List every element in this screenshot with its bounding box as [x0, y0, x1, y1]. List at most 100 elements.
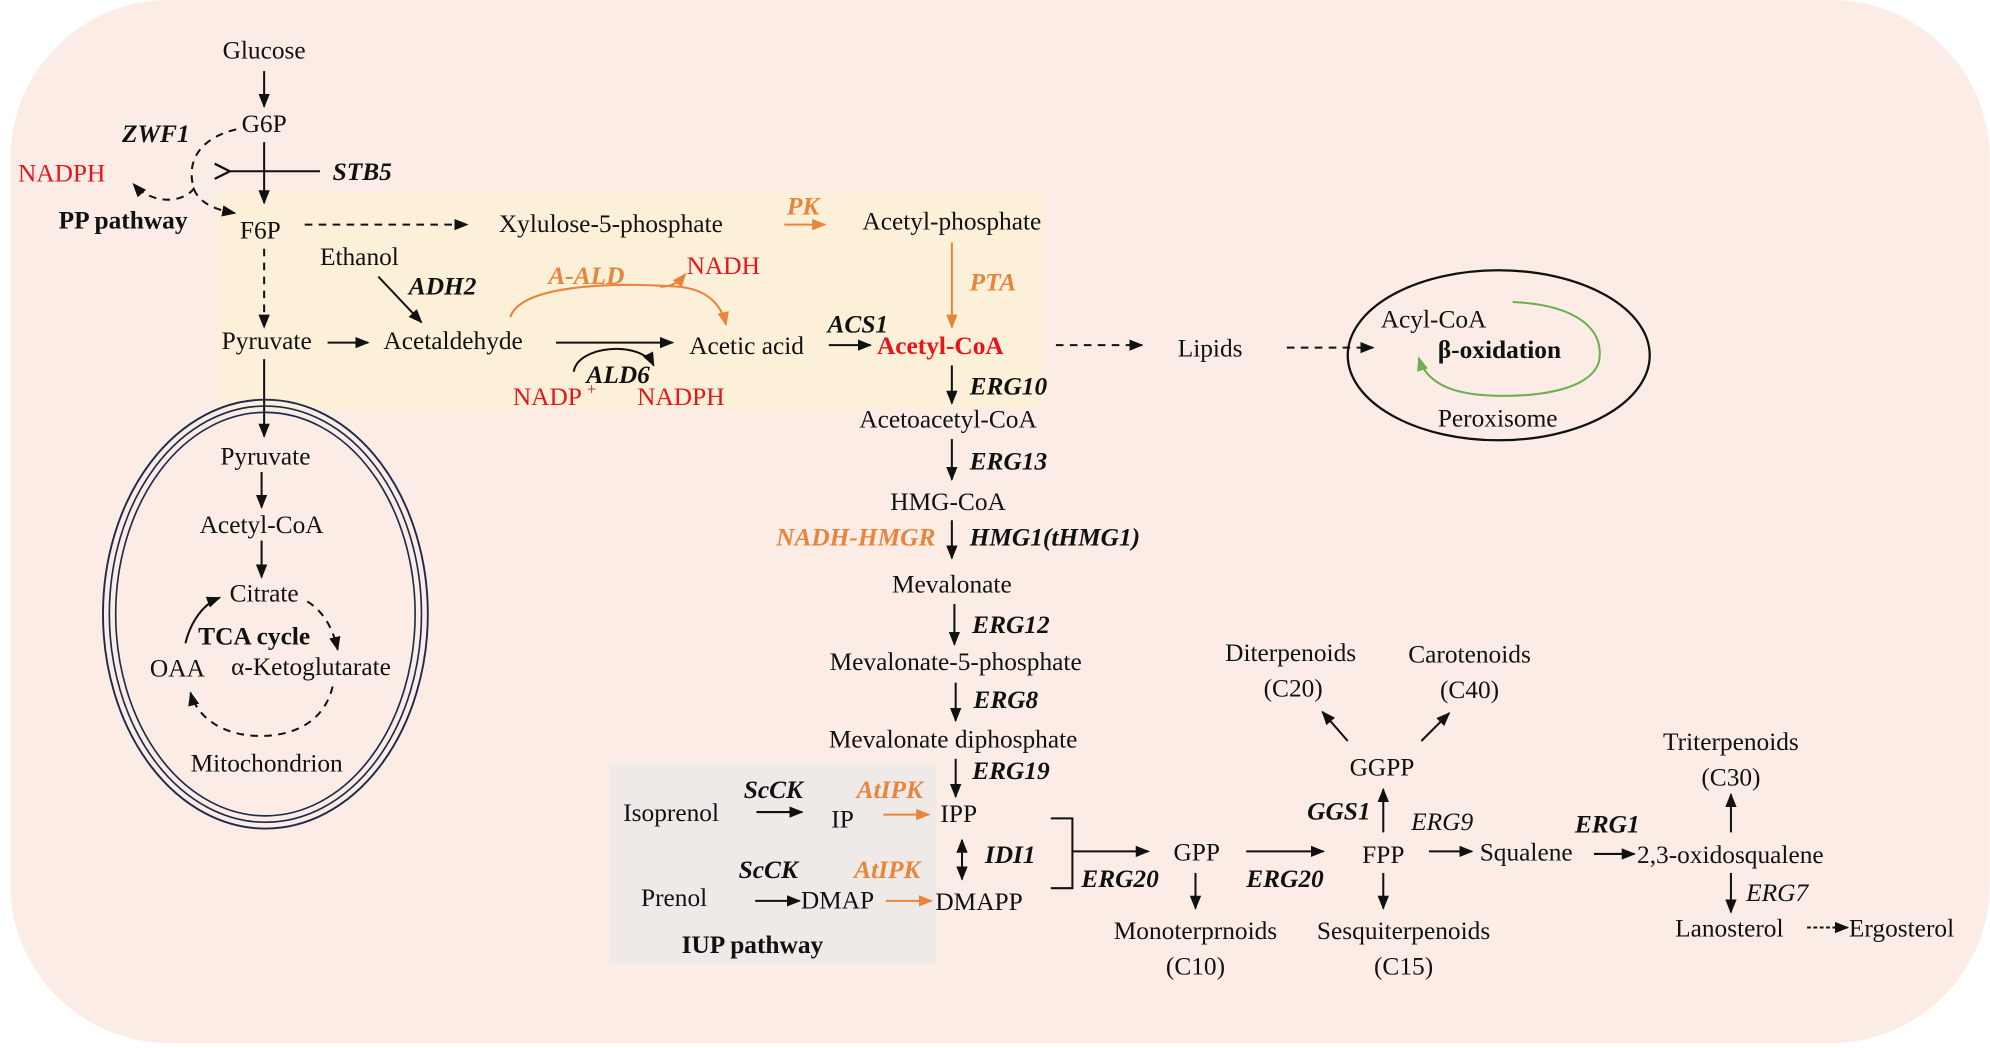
enzyme-zwf1: ZWF1 — [121, 120, 190, 148]
oxidosqualene-label: 2,3-oxidosqualene — [1637, 841, 1824, 869]
prenol-label: Prenol — [641, 884, 707, 912]
arrow-a-ald-nadh — [660, 272, 687, 288]
enzyme-atipk-2: AtIPK — [852, 856, 922, 884]
enzyme-nadh-hmgr: NADH-HMGR — [775, 524, 935, 552]
c30-label: (C30) — [1701, 763, 1760, 791]
enzyme-atipk-1: AtIPK — [855, 776, 925, 804]
g6p-label: G6P — [242, 110, 287, 138]
enzyme-idi1: IDI1 — [984, 841, 1036, 869]
acetic-acid-label: Acetic acid — [689, 332, 804, 360]
acyl-coa-label: Acyl-CoA — [1381, 305, 1487, 333]
acetaldehyde-label: Acetaldehyde — [383, 327, 522, 355]
arrow-citrate-akg — [306, 600, 341, 652]
dmapp-label: DMAPP — [935, 888, 1022, 916]
mevalonate-5-phosphate-label: Mevalonate-5-phosphate — [830, 648, 1082, 676]
arrow-pp-nadph — [132, 182, 196, 201]
arrow-ggpp-diterpenoids — [1321, 710, 1349, 742]
enzyme-erg10: ERG10 — [969, 373, 1048, 401]
enzyme-pta: PTA — [969, 269, 1017, 297]
lipids-label: Lipids — [1178, 335, 1243, 363]
c40-label: (C40) — [1440, 676, 1499, 704]
pp-pathway-label: PP pathway — [59, 206, 188, 234]
beta-oxidation-label: β-oxidation — [1438, 336, 1561, 364]
acetyl-phosphate-label: Acetyl-phosphate — [862, 208, 1041, 236]
iup-pathway-label: IUP pathway — [682, 931, 824, 959]
monoterpenoids-label: Monoterprnoids — [1114, 917, 1277, 945]
xylulose-5-phosphate-label: Xylulose-5-phosphate — [499, 210, 723, 238]
ergosterol-label: Ergosterol — [1849, 914, 1954, 942]
enzyme-erg13: ERG13 — [969, 447, 1048, 475]
enzyme-hmg1: HMG1(tHMG1) — [969, 524, 1140, 552]
acetoacetyl-coa-label: Acetoacetyl-CoA — [859, 406, 1037, 434]
arrow-ethanol-acetaldehyde — [377, 275, 423, 324]
tca-cycle-label: TCA cycle — [198, 623, 310, 651]
hmg-coa-label: HMG-CoA — [890, 488, 1006, 516]
enzyme-adh2: ADH2 — [407, 272, 477, 300]
enzyme-erg7: ERG7 — [1745, 879, 1809, 907]
enzyme-ald6: ALD6 — [584, 361, 650, 389]
enzyme-scck-1: ScCK — [744, 776, 805, 804]
sesquiterpenoids-label: Sesquiterpenoids — [1317, 917, 1490, 945]
c15-label: (C15) — [1374, 952, 1433, 980]
enzyme-pk: PK — [786, 192, 821, 220]
carotenoids-label: Carotenoids — [1408, 640, 1531, 668]
ggpp-label: GGPP — [1350, 753, 1415, 781]
ipp-dmapp-bracket — [1050, 817, 1074, 890]
arrow-oaa-citrate — [184, 596, 222, 644]
mitochondrion-inner-membrane — [114, 411, 416, 817]
enzyme-erg20-1: ERG20 — [1080, 865, 1159, 893]
arrow-akg-oaa — [188, 686, 334, 737]
arrow-a-ald — [509, 283, 729, 327]
enzyme-a-ald: A-ALD — [546, 262, 624, 290]
dmap-label: DMAP — [801, 887, 874, 915]
enzyme-acs1: ACS1 — [826, 310, 889, 338]
enzyme-ggs1: GGS1 — [1307, 798, 1370, 826]
enzyme-scck-2: ScCK — [739, 856, 800, 884]
diterpenoids-label: Diterpenoids — [1225, 639, 1356, 667]
nadph-pp: NADPH — [18, 159, 105, 187]
mitochondrion-label: Mitochondrion — [191, 749, 343, 777]
peroxisome-label: Peroxisome — [1438, 404, 1558, 432]
enzyme-stb5: STB5 — [333, 158, 393, 186]
enzyme-erg20-2: ERG20 — [1245, 865, 1324, 893]
ipp-label: IPP — [940, 800, 977, 828]
nadp-plus-label: NADP+ — [513, 380, 596, 411]
glucose-label: Glucose — [223, 36, 306, 64]
triterpenoids-label: Triterpenoids — [1663, 728, 1799, 756]
iup-pathway-region — [609, 765, 937, 965]
ethanol-label: Ethanol — [320, 243, 399, 271]
ip-label: IP — [831, 805, 854, 833]
mito-acetyl-coa-label: Acetyl-CoA — [200, 511, 325, 539]
squalene-label: Squalene — [1480, 838, 1573, 866]
arrow-pp-dashed — [190, 128, 237, 217]
arrow-ggpp-carotenoids — [1420, 712, 1451, 742]
peroxisome-membrane — [1346, 269, 1651, 442]
c10-label: (C10) — [1166, 952, 1225, 980]
nadph-ald6-label: NADPH — [637, 383, 724, 411]
enzyme-erg9: ERG9 — [1410, 808, 1473, 836]
mitochondrion-outer-membrane — [102, 398, 429, 830]
arrow-ald6-cofactor — [572, 347, 655, 373]
alpha-ketoglutarate-label: α-Ketoglutarate — [231, 653, 391, 681]
fpp-label: FPP — [1362, 841, 1404, 869]
enzyme-erg19: ERG19 — [971, 757, 1050, 785]
citrate-label: Citrate — [230, 579, 299, 607]
isoprenol-label: Isoprenol — [623, 799, 719, 827]
acetyl-coa-label: Acetyl-CoA — [877, 332, 1004, 360]
c20-label: (C20) — [1264, 675, 1323, 703]
f6p-label: F6P — [240, 217, 281, 245]
nadh-label: NADH — [687, 252, 760, 280]
mevalonate-diphosphate-label: Mevalonate diphosphate — [829, 725, 1078, 753]
lanosterol-label: Lanosterol — [1675, 914, 1783, 942]
glycolysis-region — [217, 192, 1042, 409]
enzyme-erg8: ERG8 — [972, 686, 1038, 714]
mevalonate-label: Mevalonate — [892, 571, 1012, 599]
enzyme-erg1: ERG1 — [1574, 810, 1640, 838]
mito-pyruvate-label: Pyruvate — [220, 442, 310, 470]
enzyme-erg12: ERG12 — [971, 611, 1050, 639]
mitochondrion-middle-membrane — [108, 405, 423, 824]
beta-oxidation-cycle-arrow — [1417, 300, 1601, 397]
pyruvate-label: Pyruvate — [222, 327, 312, 355]
